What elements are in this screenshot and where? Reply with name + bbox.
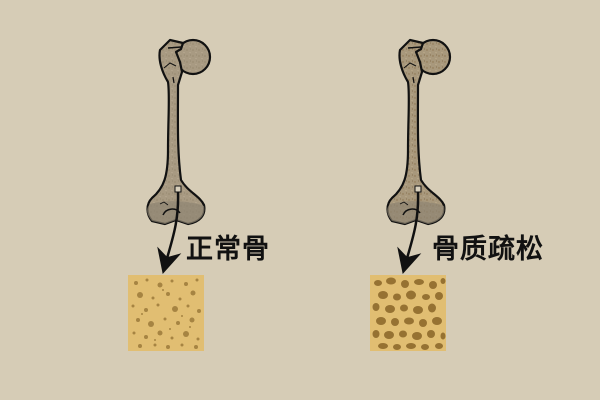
normal-bone-label: 正常骨 <box>186 234 270 265</box>
normal-bone-sample <box>128 275 204 351</box>
femur-osteoporosis <box>386 38 452 275</box>
osteoporosis-bone-sample <box>370 275 446 351</box>
osteoporosis-label: 骨质疏松 <box>432 234 544 265</box>
femur-normal <box>146 38 212 275</box>
